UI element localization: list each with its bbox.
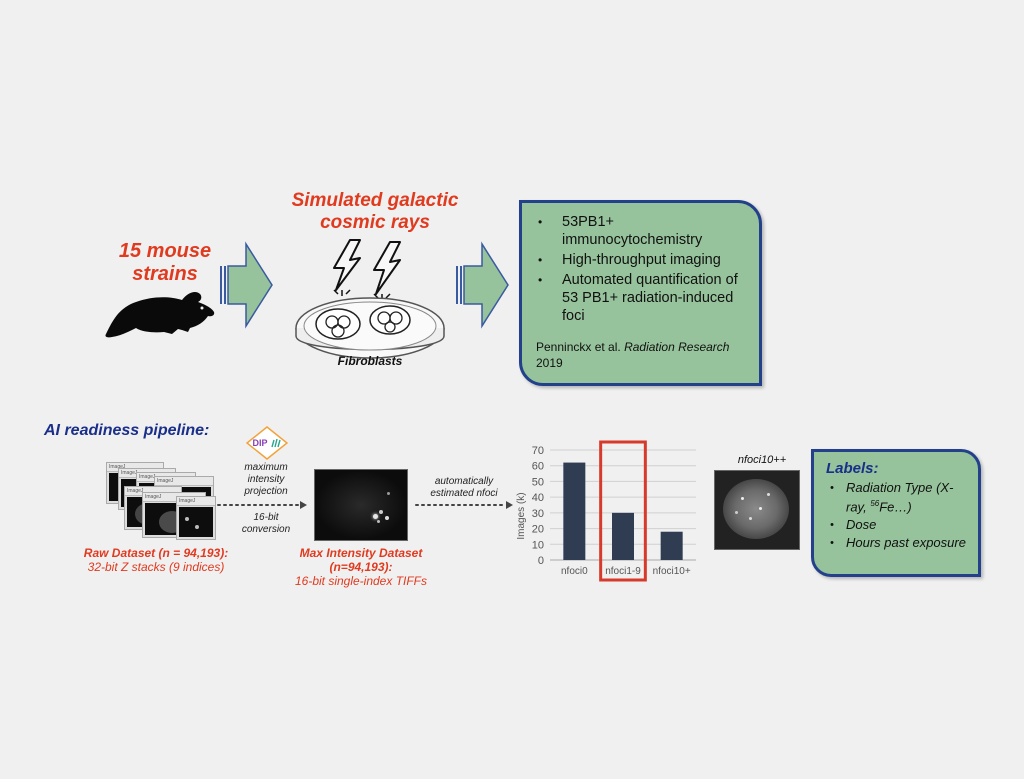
labels-box: Labels: Radiation Type (X-ray, 56Fe…) Do…: [811, 449, 981, 577]
labels-title: Labels:: [826, 460, 879, 477]
bar-nfoci0: [563, 462, 586, 560]
lightning-icon: [333, 239, 401, 300]
x-tick-label: nfoci0: [561, 566, 588, 577]
y-axis-label: Images (k): [516, 492, 527, 539]
bars: [563, 462, 683, 560]
dotted-arrow-icon: [217, 501, 307, 509]
mouse-icon: [105, 292, 215, 338]
labels-item: Dose: [826, 517, 970, 533]
y-tick-label: 40: [532, 492, 544, 504]
y-tick-label: 60: [532, 461, 544, 473]
mouse-strains-label: 15 mouse strains: [118, 240, 212, 285]
x-tick-label: nfoci10+: [653, 566, 691, 577]
bar-nfoci1-9: [612, 512, 634, 560]
y-tick-label: 0: [538, 555, 544, 567]
x-tick-label: nfoci1-9: [605, 566, 641, 577]
highlight-box: [599, 440, 647, 582]
y-tick-label: 20: [532, 524, 544, 536]
gcr-label: Simulated galactic cosmic rays: [291, 190, 459, 233]
methods-item: Automated quantification of 53 PB1+ radi…: [536, 271, 747, 325]
y-ticks: 0 10 20 30 40 50 60 70: [532, 445, 544, 567]
labels-item: Hours past exposure: [826, 535, 970, 551]
arrow-right-icon: [220, 241, 273, 329]
labels-item: Radiation Type (X-ray, 56Fe…): [826, 480, 970, 515]
bar-nfoci10+: [660, 531, 683, 560]
example-label: nfoci10++: [737, 454, 787, 466]
arrow-right-icon: [456, 241, 509, 329]
nfoci-example-thumbnail: [714, 470, 800, 550]
step1-subtext: 16-bit conversion: [241, 512, 291, 535]
step1-text: maximum intensity projection: [244, 462, 288, 497]
nfoci-bar-chart: 0 10 20 30 40 50 60 70 nfoci0 nfoci1-9 nfoci10+ I…: [516, 440, 696, 582]
step2-text: automatically estimated nfoci: [430, 476, 498, 499]
y-tick-label: 50: [532, 476, 544, 488]
methods-item: High-throughput imaging: [536, 251, 747, 269]
max-dataset-caption: Max Intensity Dataset (n=94,193): 16-bit…: [294, 546, 428, 588]
citation: Penninckx et al. Radiation Research 2019: [536, 340, 730, 370]
dip-logo: DIP: [246, 426, 288, 460]
dish-label: Fibroblasts: [337, 354, 403, 368]
dotted-arrow-icon: [415, 501, 513, 509]
max-intensity-thumbnail: [314, 469, 408, 541]
methods-item: 53PB1+ immunocytochemistry: [536, 213, 747, 249]
x-ticks: nfoci0 nfoci1-9 nfoci10+: [561, 566, 691, 577]
y-tick-label: 30: [532, 508, 544, 520]
svg-text:DIP: DIP: [252, 438, 267, 448]
raw-dataset-caption: Raw Dataset (n = 94,193): 32-bit Z stack…: [83, 546, 229, 574]
petri-dish-icon: [295, 239, 445, 359]
methods-box: 53PB1+ immunocytochemistry High-throughp…: [519, 200, 762, 386]
raw-dataset-stack: ImageJ ImageJ ImageJ ImageJ ImageJ Image…: [106, 462, 216, 540]
pipeline-title: AI readiness pipeline:: [44, 422, 210, 439]
y-tick-label: 70: [532, 445, 544, 457]
y-tick-label: 10: [532, 539, 544, 551]
